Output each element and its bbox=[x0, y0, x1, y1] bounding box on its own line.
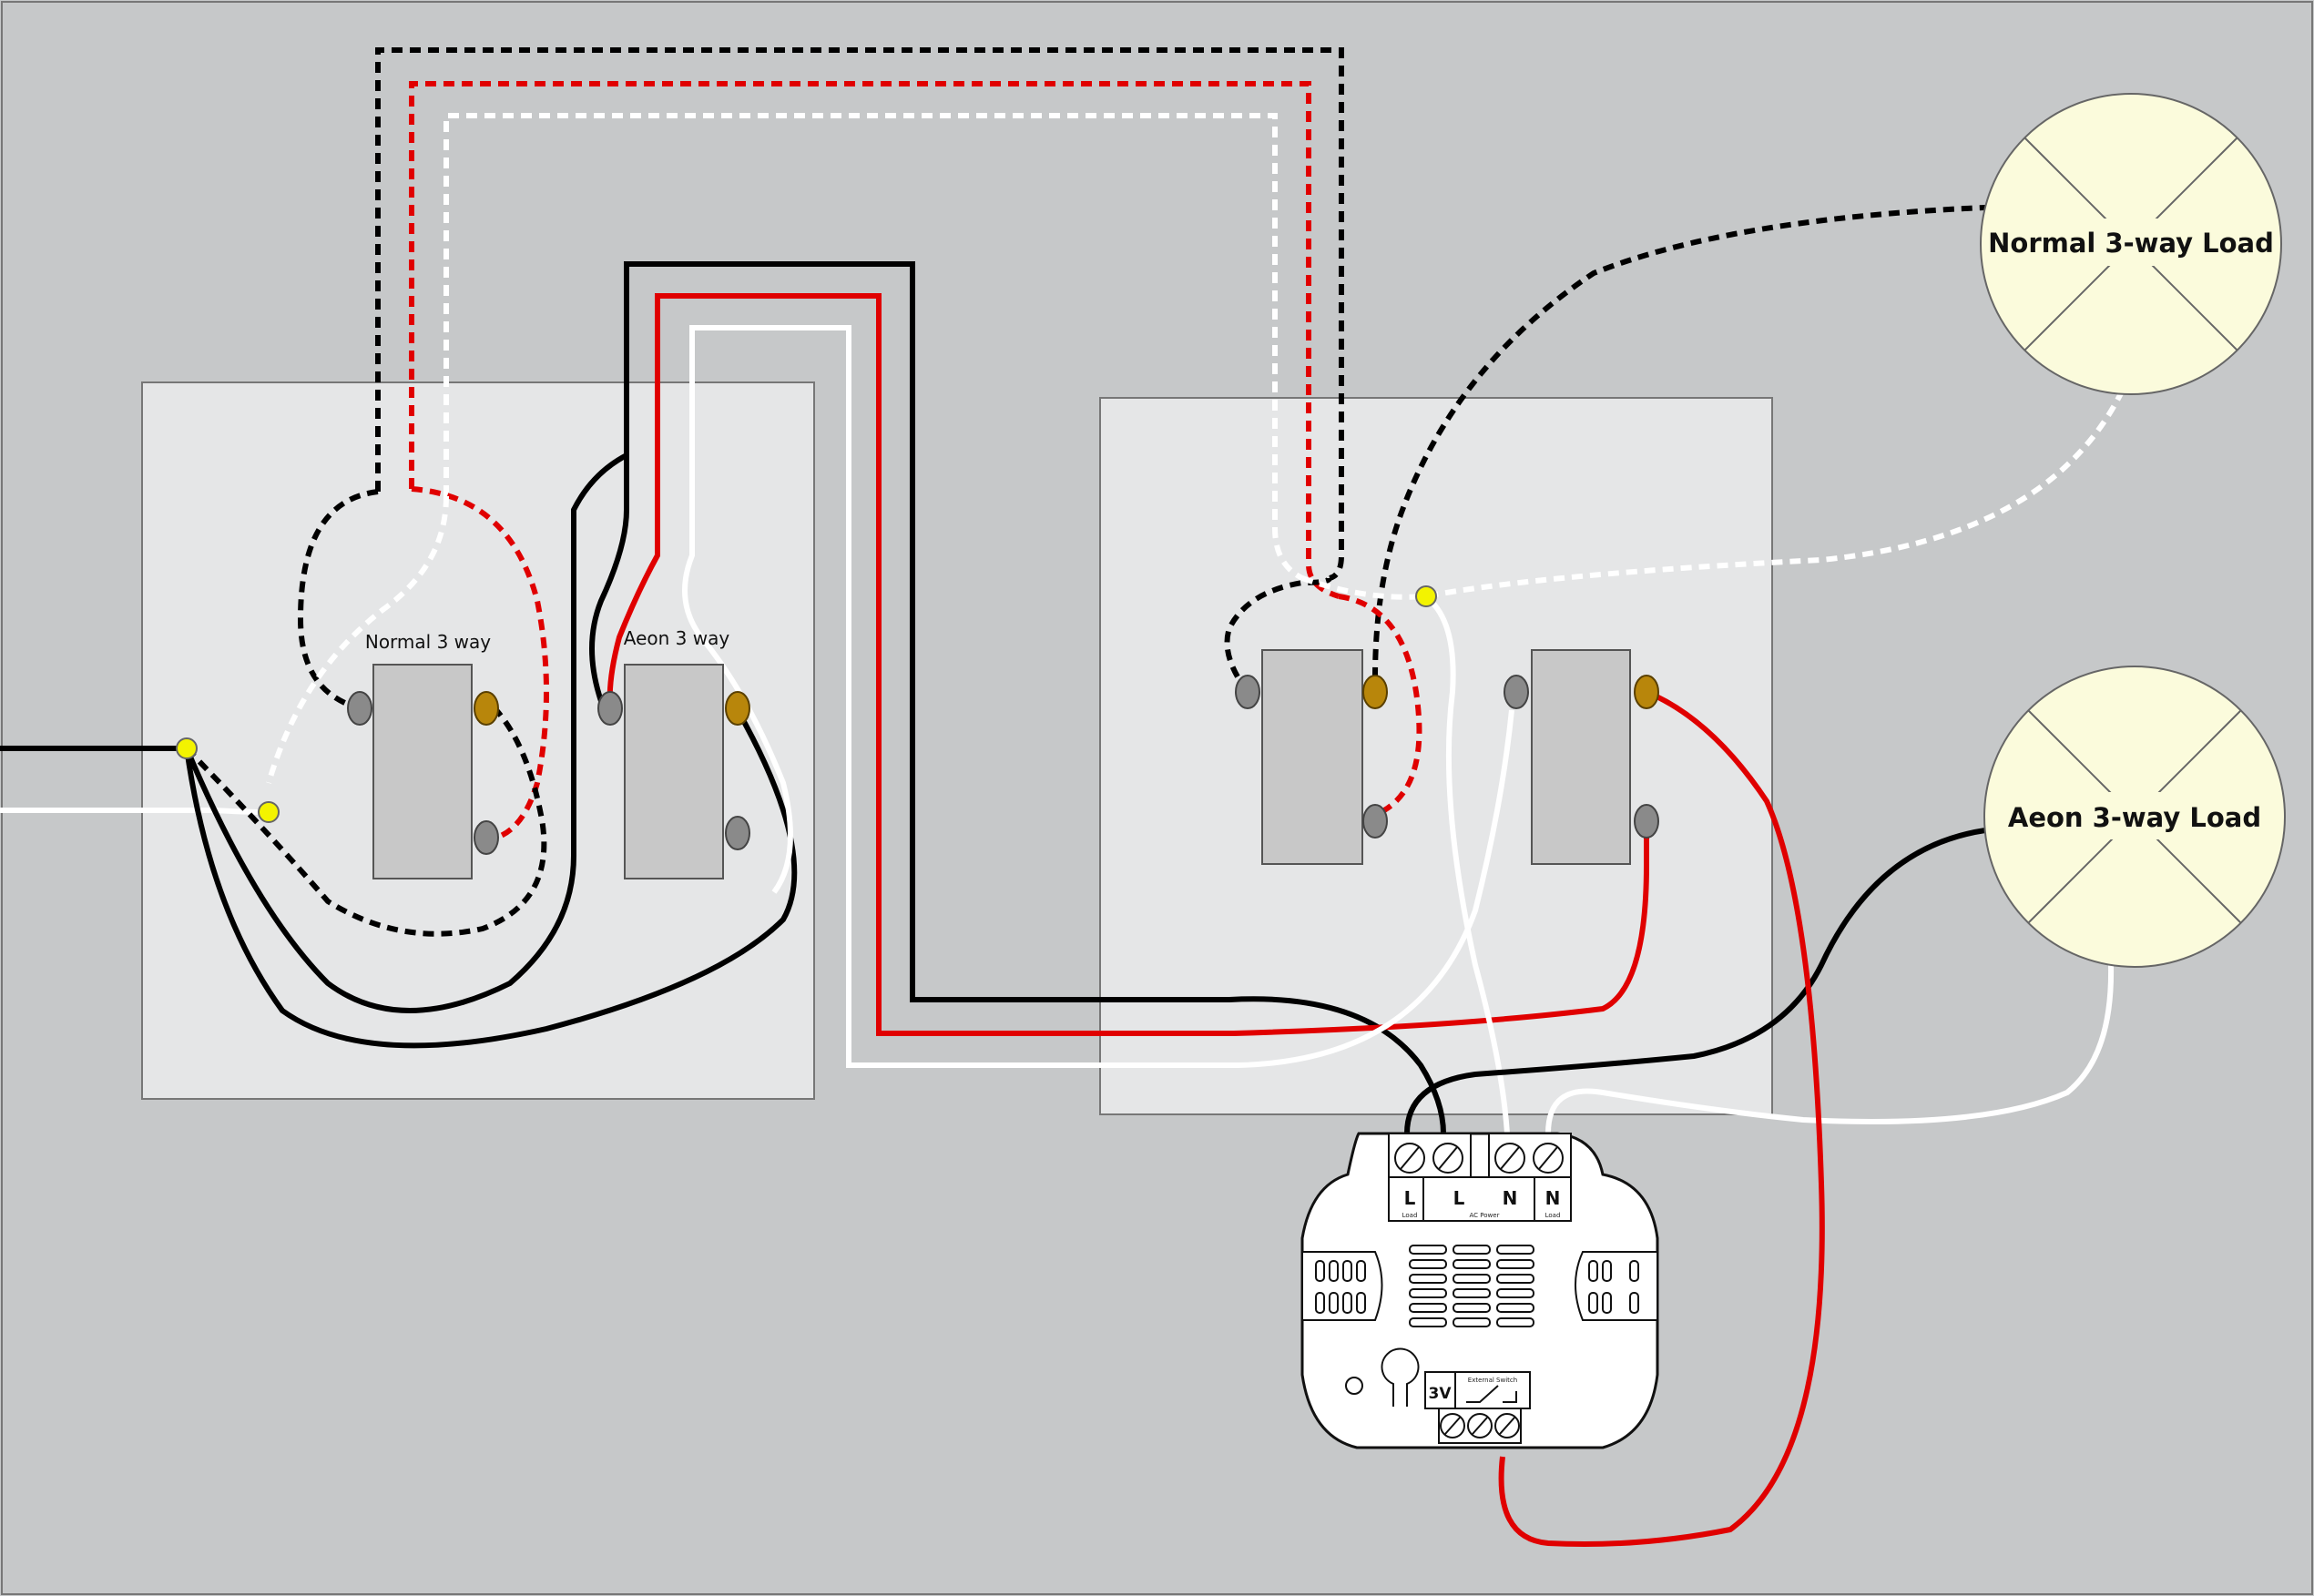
supply-neutral-wire bbox=[0, 808, 270, 815]
left-red-to-aeon bbox=[607, 517, 660, 707]
right-black-dashed-jumper bbox=[1224, 576, 1332, 694]
module-neutral-to-aeon-load bbox=[1545, 964, 2115, 1134]
module-external-switch-label: External Switch bbox=[1468, 1377, 1517, 1384]
right-aeon-3way-switch bbox=[1531, 649, 1631, 865]
solid-black-traveler-wire bbox=[624, 261, 1446, 1134]
module-sub-load-left: Load bbox=[1402, 1212, 1418, 1219]
left-normal-brass-screw bbox=[474, 691, 499, 726]
normal-3way-load: Normal 3-way Load bbox=[1980, 93, 2282, 395]
module-sub-ac-power: AC Power bbox=[1470, 1212, 1500, 1219]
module-terminal-n-power: N bbox=[1503, 1187, 1518, 1209]
left-neutral-wire-nut bbox=[258, 801, 280, 823]
solid-white-neutral-wire bbox=[689, 325, 1514, 1068]
left-hot-wire-nut bbox=[176, 737, 198, 759]
right-neutral-wire-nut bbox=[1415, 585, 1437, 607]
module-led-icon bbox=[1345, 1377, 1363, 1395]
right-aeon-common-screw bbox=[1504, 675, 1529, 709]
right-switch-box bbox=[1099, 397, 1773, 1115]
left-aeon-3way-switch bbox=[624, 664, 724, 879]
module-terminal-n-load: N bbox=[1545, 1187, 1561, 1209]
module-screw-terminals-bottom bbox=[1440, 1413, 1520, 1438]
left-normal-common-screw bbox=[347, 691, 372, 726]
left-black-to-aeon bbox=[589, 509, 629, 702]
aeon-micro-module: L L N N Load AC Power Load bbox=[1300, 1132, 1659, 1449]
left-black-solid-jumper-2 bbox=[184, 708, 798, 1049]
aeon-load-label: Aeon 3-way Load bbox=[2008, 802, 2261, 833]
left-aeon-silver-screw bbox=[725, 816, 750, 850]
top-dashed-white-wire bbox=[443, 113, 1304, 581]
module-battery-label: 3V bbox=[1429, 1385, 1453, 1403]
solid-red-traveler-wire bbox=[655, 293, 1649, 1036]
left-black-dashed-loop bbox=[297, 489, 379, 711]
right-aeon-silver-screw bbox=[1634, 804, 1659, 839]
right-normal-common-screw bbox=[1235, 675, 1260, 709]
right-red-dashed-jumper bbox=[1338, 594, 1422, 813]
module-action-button-icon bbox=[1381, 1347, 1420, 1407]
left-normal-3way-switch bbox=[372, 664, 473, 879]
left-normal-label: Normal 3 way bbox=[365, 631, 491, 653]
right-black-dashed-to-load bbox=[1372, 205, 1986, 679]
module-sub-load-right: Load bbox=[1545, 1212, 1561, 1219]
module-load-to-aeon-load-black bbox=[1404, 828, 1986, 1134]
right-normal-silver-screw bbox=[1362, 804, 1388, 839]
left-aeon-brass-screw bbox=[725, 691, 750, 726]
top-dashed-red-wire bbox=[409, 81, 1340, 599]
module-terminal-l-load: L bbox=[1404, 1187, 1416, 1209]
left-white-dashed-drop bbox=[266, 495, 449, 784]
top-dashed-black-wire bbox=[375, 47, 1344, 581]
normal-load-label: Normal 3-way Load bbox=[1988, 228, 2274, 259]
aeon-3way-load: Aeon 3-way Load bbox=[1983, 666, 2286, 968]
left-black-solid-jumper-1 bbox=[184, 451, 629, 1013]
module-vents bbox=[1409, 1245, 1534, 1327]
left-black-dashed-common bbox=[184, 708, 547, 937]
right-normal-3way-switch bbox=[1261, 649, 1363, 865]
right-white-dashed-to-load bbox=[1300, 390, 2125, 600]
module-terminal-l-power: L bbox=[1453, 1187, 1465, 1209]
module-screw-terminals-top bbox=[1394, 1143, 1564, 1174]
aeon-red-traveler-to-external-switch bbox=[1498, 689, 1825, 1547]
left-normal-silver-screw bbox=[474, 820, 499, 855]
right-aeon-brass-screw bbox=[1634, 675, 1659, 709]
right-normal-brass-screw bbox=[1362, 675, 1388, 709]
left-aeon-common-screw bbox=[597, 691, 623, 726]
left-aeon-label: Aeon 3 way bbox=[624, 627, 730, 649]
right-white-solid-neutral bbox=[1423, 594, 1510, 1134]
left-red-dashed-loop bbox=[411, 486, 549, 840]
